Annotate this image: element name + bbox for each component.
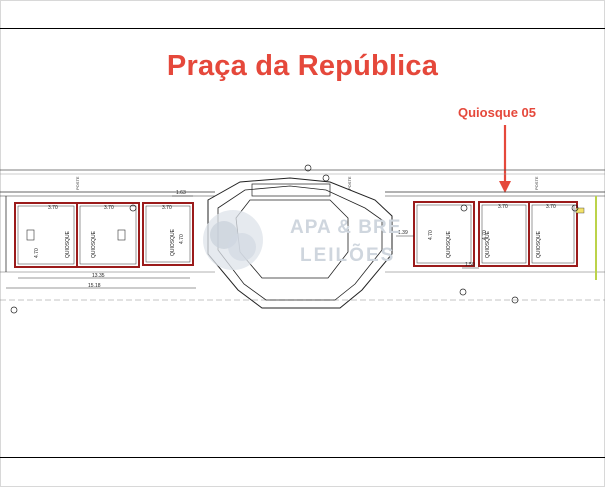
poste-label: POSTE <box>534 176 539 190</box>
kiosk-left-1 <box>14 202 78 268</box>
dim-label: 3.70 <box>498 204 508 210</box>
poste-label: POSTE <box>347 176 352 190</box>
dim-label: 4.70 <box>428 230 434 240</box>
kiosk-text: QUIOSQUE <box>91 230 97 258</box>
dim-label: 4.70 <box>34 248 40 258</box>
dim-label: 3.70 <box>48 205 58 211</box>
kiosk-text: QUIOSQUE <box>65 230 71 258</box>
dim-label: 13.35 <box>92 273 105 279</box>
dim-label: 4.70 <box>179 234 185 244</box>
drawing-sheet <box>0 28 605 458</box>
arrow-head <box>499 181 511 193</box>
dim-label: 1.39 <box>398 230 408 236</box>
kiosk-text: QUIOSQUE <box>446 230 452 258</box>
kiosk-left-2 <box>76 202 140 268</box>
dim-label: 1.63 <box>176 190 186 196</box>
dim-label: 15.18 <box>88 283 101 289</box>
dim-label: 4.70 <box>482 230 488 240</box>
highlight-label: Quiosque 05 <box>458 105 537 120</box>
page-title: Praça da República <box>166 50 439 82</box>
kiosk-text: QUIOSQUE <box>536 230 542 258</box>
kiosk-05 <box>478 201 530 267</box>
poste-label: POSTE <box>75 176 80 190</box>
kiosk-right-3 <box>528 201 585 267</box>
kiosk-text: QUIOSQUE <box>170 228 176 256</box>
dim-label: 3.70 <box>546 204 556 210</box>
dim-label: 1.50 <box>465 262 475 268</box>
kiosk-text: QUIOSQUE <box>485 230 491 258</box>
kiosk-right-1 <box>413 201 475 267</box>
dim-label: 3.70 <box>162 205 172 211</box>
kiosk-left-3 <box>142 202 194 266</box>
dim-label: 3.70 <box>104 205 114 211</box>
